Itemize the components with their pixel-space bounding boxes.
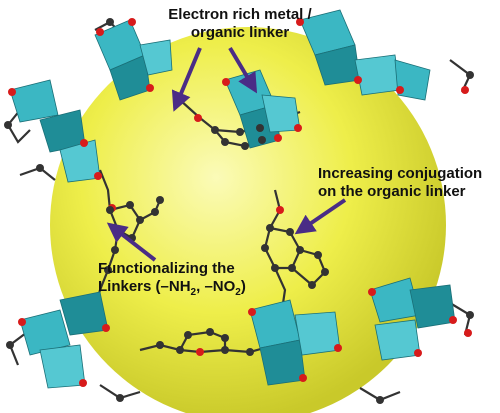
label-func-prefix: Linkers ( xyxy=(98,278,161,295)
arrow-to-left-linker xyxy=(171,47,202,112)
arrow-to-functional-group xyxy=(106,222,157,262)
label-conjugation-line2: on the organic linker xyxy=(318,183,466,200)
arrow-to-conjugated-linker xyxy=(294,198,347,235)
label-conjugation: Increasing conjugation on the organic li… xyxy=(318,165,482,201)
label-metal-linker-line2: organic linker xyxy=(190,24,290,41)
label-func-suffix: ) xyxy=(240,278,246,295)
label-functionalizing-line1: Functionalizing the xyxy=(98,260,235,277)
label-func-sep: , xyxy=(196,278,205,295)
label-conjugation-line1: Increasing conjugation xyxy=(318,165,483,182)
arrow-to-metal-cluster xyxy=(228,46,258,94)
label-functionalizing: Functionalizing the Linkers (–NH2, –NO2) xyxy=(98,260,246,302)
label-func-sub1: 2 xyxy=(190,287,197,298)
annotation-arrows xyxy=(106,46,347,262)
label-func-sub2: 2 xyxy=(235,287,241,298)
metal-clusters xyxy=(9,9,456,389)
label-functionalizing-line2: Linkers (–NH2, –NO2) xyxy=(98,278,246,302)
oxygen-atoms xyxy=(8,18,472,387)
label-func-no: –NO xyxy=(204,278,236,295)
pore-sphere xyxy=(50,27,446,413)
label-func-nh: –NH xyxy=(160,278,191,295)
label-metal-linker: Electron rich metal / organic linker xyxy=(150,6,330,42)
label-metal-linker-line1: Electron rich metal / xyxy=(168,6,312,23)
